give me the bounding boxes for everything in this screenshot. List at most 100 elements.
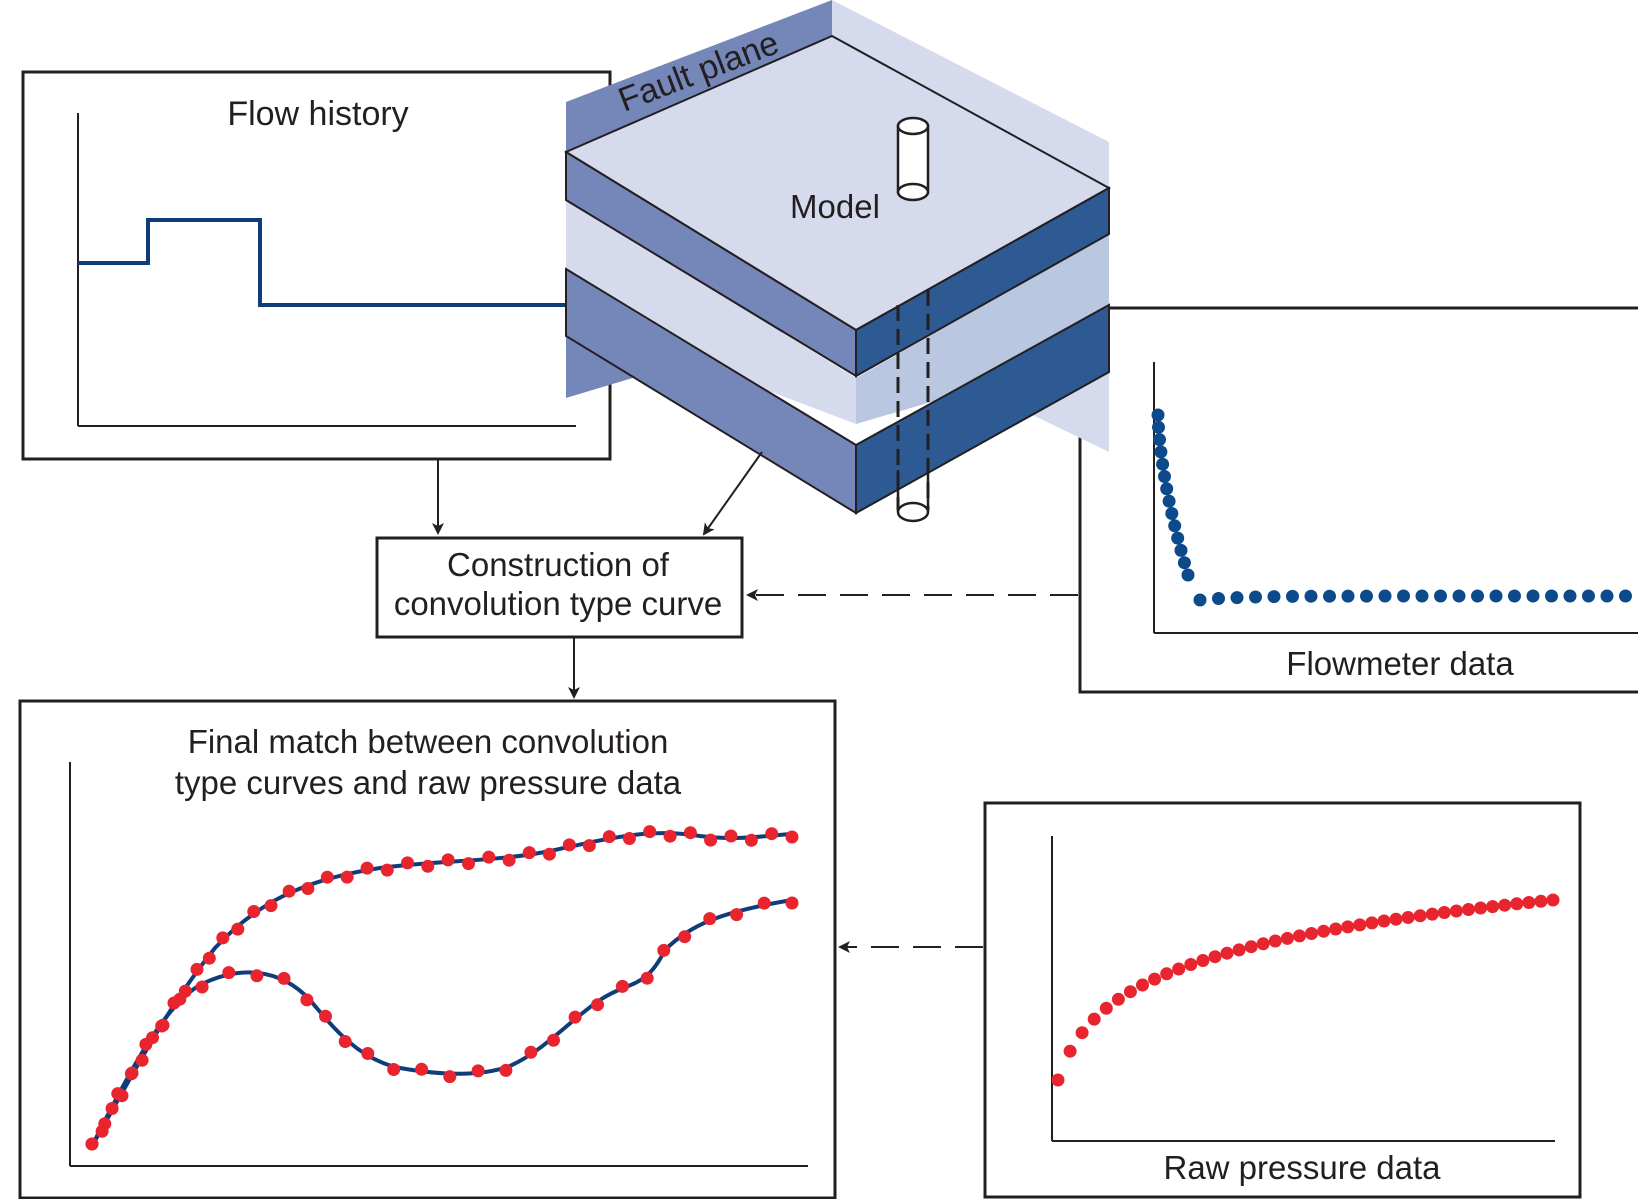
flow-history-title: Flow history	[227, 95, 408, 133]
raw-pressure-marker	[1413, 909, 1427, 923]
flowmeter-marker	[1156, 457, 1170, 471]
final-match-title-line1: Final match between convolution	[188, 723, 669, 760]
raw-pressure-panel: Raw pressure data	[983, 801, 1582, 1199]
flowmeter-marker	[1154, 445, 1168, 459]
lower-match-marker	[155, 1019, 169, 1033]
upper-match-marker	[301, 882, 315, 895]
raw-pressure-marker	[1449, 904, 1463, 918]
raw-pressure-marker	[1486, 900, 1500, 914]
flowmeter-marker	[1286, 589, 1299, 603]
flowmeter-marker	[1452, 589, 1466, 603]
lower-match-marker	[615, 979, 629, 993]
lower-match-marker	[98, 1117, 112, 1131]
lower-match-marker	[338, 1035, 352, 1048]
lower-match-marker	[222, 966, 236, 980]
upper-match-marker	[724, 829, 738, 843]
flowmeter-marker	[1162, 494, 1176, 508]
raw-pressure-marker	[1111, 992, 1125, 1006]
lower-match-marker	[547, 1033, 560, 1047]
flowmeter-frame	[1078, 306, 1638, 694]
raw-pressure-marker	[1244, 940, 1258, 954]
lower-match-marker	[568, 1010, 582, 1024]
flowmeter-marker	[1563, 589, 1577, 603]
final-match-frame	[18, 699, 837, 1200]
raw-pressure-marker	[1546, 893, 1560, 907]
lower-match-marker	[173, 992, 187, 1006]
raw-pressure-marker	[1280, 931, 1294, 945]
flowmeter-marker	[1151, 408, 1165, 422]
upper-match-marker	[380, 863, 394, 877]
construction-label-line2: convolution type curve	[394, 585, 722, 622]
construction-panel: Construction of convolution type curve	[375, 536, 744, 639]
raw-pressure-marker	[1305, 927, 1318, 940]
lower-match-marker	[277, 971, 291, 985]
lower-match-marker	[85, 1137, 99, 1151]
lower-match-marker	[250, 969, 264, 983]
flow-history-panel: Flow history	[21, 70, 612, 461]
flowmeter-marker	[1323, 589, 1336, 603]
raw-pressure-marker	[1123, 985, 1137, 999]
flowmeter-marker	[1152, 420, 1165, 434]
upper-match-marker	[622, 832, 636, 845]
flowmeter-marker	[1619, 589, 1632, 603]
upper-match-marker	[744, 833, 758, 847]
raw-pressure-marker	[1462, 903, 1475, 916]
upper-match-marker	[231, 922, 245, 936]
upper-match-marker	[643, 825, 657, 839]
reservoir-model: Fault plane Model	[563, 0, 1112, 523]
model-label: Model	[790, 188, 880, 225]
raw-pressure-marker	[1329, 922, 1343, 936]
upper-match-marker	[282, 884, 296, 898]
upper-match-marker	[105, 1102, 119, 1115]
middle-layer-right	[856, 234, 1109, 424]
flowmeter-marker	[1160, 482, 1174, 496]
flowmeter-marker	[1171, 531, 1185, 545]
raw-pressure-marker	[1208, 950, 1222, 964]
raw-pressure-marker	[1317, 924, 1331, 938]
raw-pressure-marker	[1136, 978, 1149, 992]
lower-match-marker	[657, 943, 671, 957]
flowmeter-marker	[1230, 591, 1244, 605]
flowmeter-marker	[1545, 589, 1558, 603]
raw-pressure-marker	[1256, 937, 1270, 951]
raw-pressure-marker	[1534, 894, 1548, 908]
upper-match-marker	[264, 899, 278, 913]
lower-match-marker	[361, 1047, 375, 1060]
flowmeter-marker	[1304, 589, 1318, 603]
flowmeter-marker	[1177, 556, 1191, 570]
upper-match-marker	[190, 962, 204, 976]
raw-pressure-marker	[1148, 972, 1162, 986]
flowmeter-marker	[1165, 507, 1179, 520]
flowmeter-label: Flowmeter data	[1286, 645, 1514, 682]
upper-match-marker	[542, 847, 556, 861]
upper-match-marker	[247, 905, 261, 918]
raw-pressure-marker	[1063, 1044, 1077, 1058]
upper-match-marker	[421, 859, 435, 873]
lower-match-marker	[195, 980, 209, 994]
flowmeter-marker	[1582, 589, 1595, 603]
lower-match-marker	[319, 1009, 332, 1023]
upper-match-marker	[202, 951, 216, 965]
upper-match-marker	[602, 830, 616, 844]
raw-pressure-marker	[1087, 1012, 1101, 1026]
raw-pressure-marker	[1365, 916, 1379, 930]
raw-pressure-marker	[1172, 962, 1186, 976]
flowmeter-marker	[1471, 589, 1484, 603]
raw-pressure-marker	[1268, 934, 1282, 948]
raw-pressure-marker	[1099, 1001, 1113, 1015]
upper-match-marker	[482, 850, 496, 864]
flow-history-frame	[21, 70, 612, 461]
lower-match-marker	[471, 1064, 485, 1078]
flowmeter-marker	[1193, 593, 1207, 607]
flowmeter-marker	[1168, 519, 1182, 533]
flowmeter-marker	[1526, 589, 1540, 603]
flowmeter-marker	[1212, 592, 1225, 605]
lower-match-marker	[300, 993, 314, 1007]
flowmeter-marker	[1434, 589, 1447, 603]
lower-match-marker	[678, 930, 692, 944]
flowmeter-marker	[1341, 589, 1355, 603]
lower-match-marker	[730, 908, 744, 922]
lower-match-marker	[124, 1067, 138, 1081]
flowmeter-points	[1151, 408, 1632, 607]
